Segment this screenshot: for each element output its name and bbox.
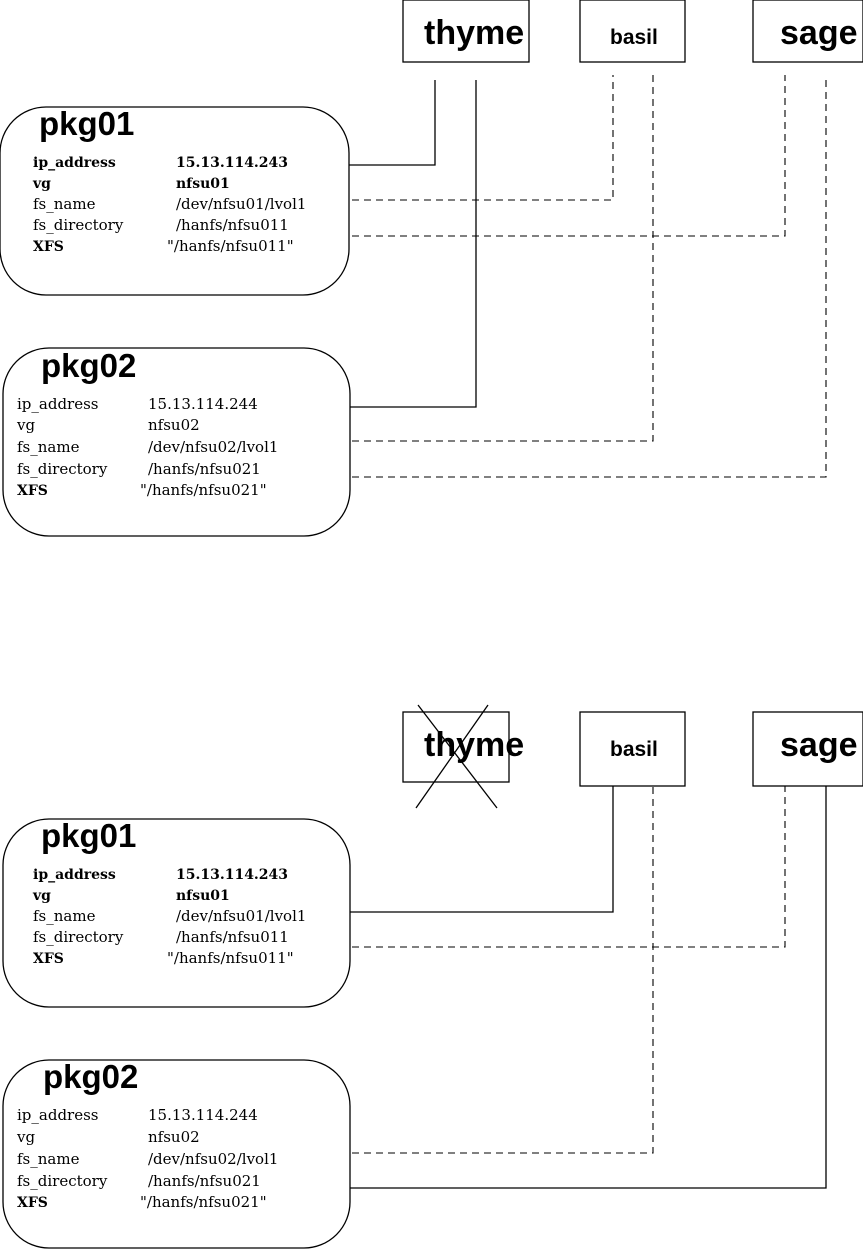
field-value: 15.13.114.244 xyxy=(148,1106,258,1124)
package-title: pkg02 xyxy=(41,347,136,384)
field-key: vg xyxy=(32,888,51,904)
field-key: ip_address xyxy=(33,155,116,171)
field-key: fs_name xyxy=(17,1150,80,1168)
link-pkg02-thyme xyxy=(350,80,477,408)
package-title: pkg02 xyxy=(43,1058,138,1095)
field-value: /hanfs/nfsu021 xyxy=(148,1172,261,1190)
field-key: fs_name xyxy=(17,438,80,456)
field-key: fs_directory xyxy=(33,928,124,946)
package-title: pkg01 xyxy=(41,817,136,854)
field-key: XFS xyxy=(17,1195,48,1211)
bottom-diagram: thyme basil sage pkg01 ip_address 15.13.… xyxy=(2,704,863,1249)
link-pkg02-sage xyxy=(352,75,827,478)
field-key: XFS xyxy=(33,239,64,255)
package-title: pkg01 xyxy=(39,105,134,142)
field-key: ip_address xyxy=(33,867,116,883)
node-sage-label: sage xyxy=(780,726,858,764)
field-key: fs_directory xyxy=(17,460,108,478)
field-key: XFS xyxy=(17,483,48,499)
node-thyme-label: thyme xyxy=(424,14,524,52)
field-value: /hanfs/nfsu021 xyxy=(148,460,261,478)
package-pkg02: pkg02 ip_address 15.13.114.244 vg nfsu02… xyxy=(2,347,351,537)
node-basil: basil xyxy=(579,711,686,787)
field-value: /dev/nfsu02/lvol1 xyxy=(148,438,278,456)
link-pkg02-basil xyxy=(352,75,654,442)
package-pkg02: pkg02 ip_address 15.13.114.244 vg nfsu02… xyxy=(2,1058,351,1249)
node-sage: sage xyxy=(752,711,863,787)
link-pkg01-thyme xyxy=(348,80,436,166)
field-key: ip_address xyxy=(17,395,99,413)
top-diagram: thyme basil sage pkg01 ip_address 15.13.… xyxy=(0,0,863,537)
field-value: 15.13.114.244 xyxy=(148,395,258,413)
link-pkg01-basil xyxy=(352,75,614,201)
field-key: ip_address xyxy=(17,1106,99,1124)
field-key: fs_name xyxy=(33,907,96,925)
field-key: vg xyxy=(32,176,51,192)
package-pkg01: pkg01 ip_address 15.13.114.243 vg nfsu01… xyxy=(2,817,351,1008)
field-value: nfsu01 xyxy=(176,888,230,904)
node-basil-label: basil xyxy=(610,738,658,761)
node-thyme-label: thyme xyxy=(424,726,524,764)
node-thyme-failed: thyme xyxy=(402,704,524,809)
link-pkg02-basil xyxy=(352,786,654,1154)
field-value: /hanfs/nfsu011 xyxy=(176,216,289,234)
field-value: /hanfs/nfsu011 xyxy=(176,928,289,946)
field-value: nfsu01 xyxy=(176,176,230,192)
field-value: 15.13.114.243 xyxy=(176,155,288,171)
link-pkg01-basil xyxy=(350,786,614,913)
field-key: fs_name xyxy=(33,195,96,213)
field-value: "/hanfs/nfsu011" xyxy=(167,237,294,255)
field-value: "/hanfs/nfsu011" xyxy=(167,949,294,967)
package-pkg01: pkg01 ip_address 15.13.114.243 vg nfsu01… xyxy=(0,105,350,296)
node-basil: basil xyxy=(579,0,686,63)
failed-cross-icon xyxy=(415,704,489,809)
field-value: 15.13.114.243 xyxy=(176,867,288,883)
link-pkg01-sage xyxy=(352,75,786,237)
node-sage-label: sage xyxy=(780,14,858,52)
link-pkg01-sage xyxy=(352,786,786,948)
field-value: /dev/nfsu02/lvol1 xyxy=(148,1150,278,1168)
field-key: fs_directory xyxy=(33,216,124,234)
field-value: "/hanfs/nfsu021" xyxy=(140,481,267,499)
link-pkg02-sage xyxy=(350,786,827,1189)
node-thyme: thyme xyxy=(402,0,530,63)
field-value: /dev/nfsu01/lvol1 xyxy=(176,195,306,213)
field-value: nfsu02 xyxy=(148,416,200,434)
field-value: nfsu02 xyxy=(148,1128,200,1146)
node-basil-label: basil xyxy=(610,26,658,49)
field-key: vg xyxy=(16,416,35,434)
field-key: XFS xyxy=(33,951,64,967)
field-value: /dev/nfsu01/lvol1 xyxy=(176,907,306,925)
field-value: "/hanfs/nfsu021" xyxy=(140,1193,267,1211)
node-sage: sage xyxy=(752,0,863,63)
field-key: fs_directory xyxy=(17,1172,108,1190)
field-key: vg xyxy=(16,1128,35,1146)
failed-cross-icon xyxy=(417,704,498,809)
